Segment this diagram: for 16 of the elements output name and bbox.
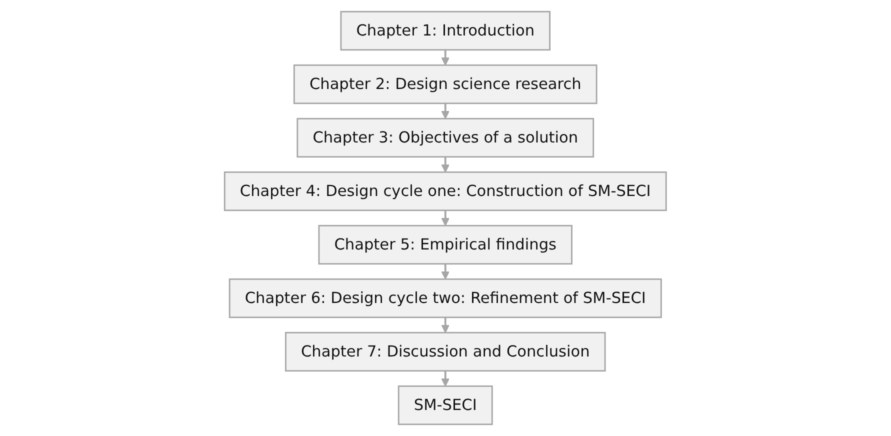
arrow xyxy=(441,317,450,334)
arrow xyxy=(441,264,450,280)
node-box xyxy=(285,332,606,372)
flowchart: Chapter 1: Introduction Chapter 2: Design science research Chapter 3: Objectives of a solution Chapter 4: Design cycle one: Construction of SM-SECI Chapter 5: Empirical findings Chapter 6: Design cycle two: Refinement of SM-SECI Chapter 7: Discussion and Conclusion SM-SECI xyxy=(217,4,674,432)
node-box xyxy=(398,385,493,426)
arrow xyxy=(441,103,450,120)
node-box xyxy=(340,10,551,51)
arrow xyxy=(441,210,450,226)
node-box xyxy=(294,64,598,104)
node-box xyxy=(296,118,594,158)
node-box xyxy=(229,278,662,318)
arrow xyxy=(441,370,450,387)
node-box xyxy=(224,171,667,212)
node-box xyxy=(318,224,573,265)
arrow xyxy=(441,156,450,173)
arrow xyxy=(441,50,450,66)
